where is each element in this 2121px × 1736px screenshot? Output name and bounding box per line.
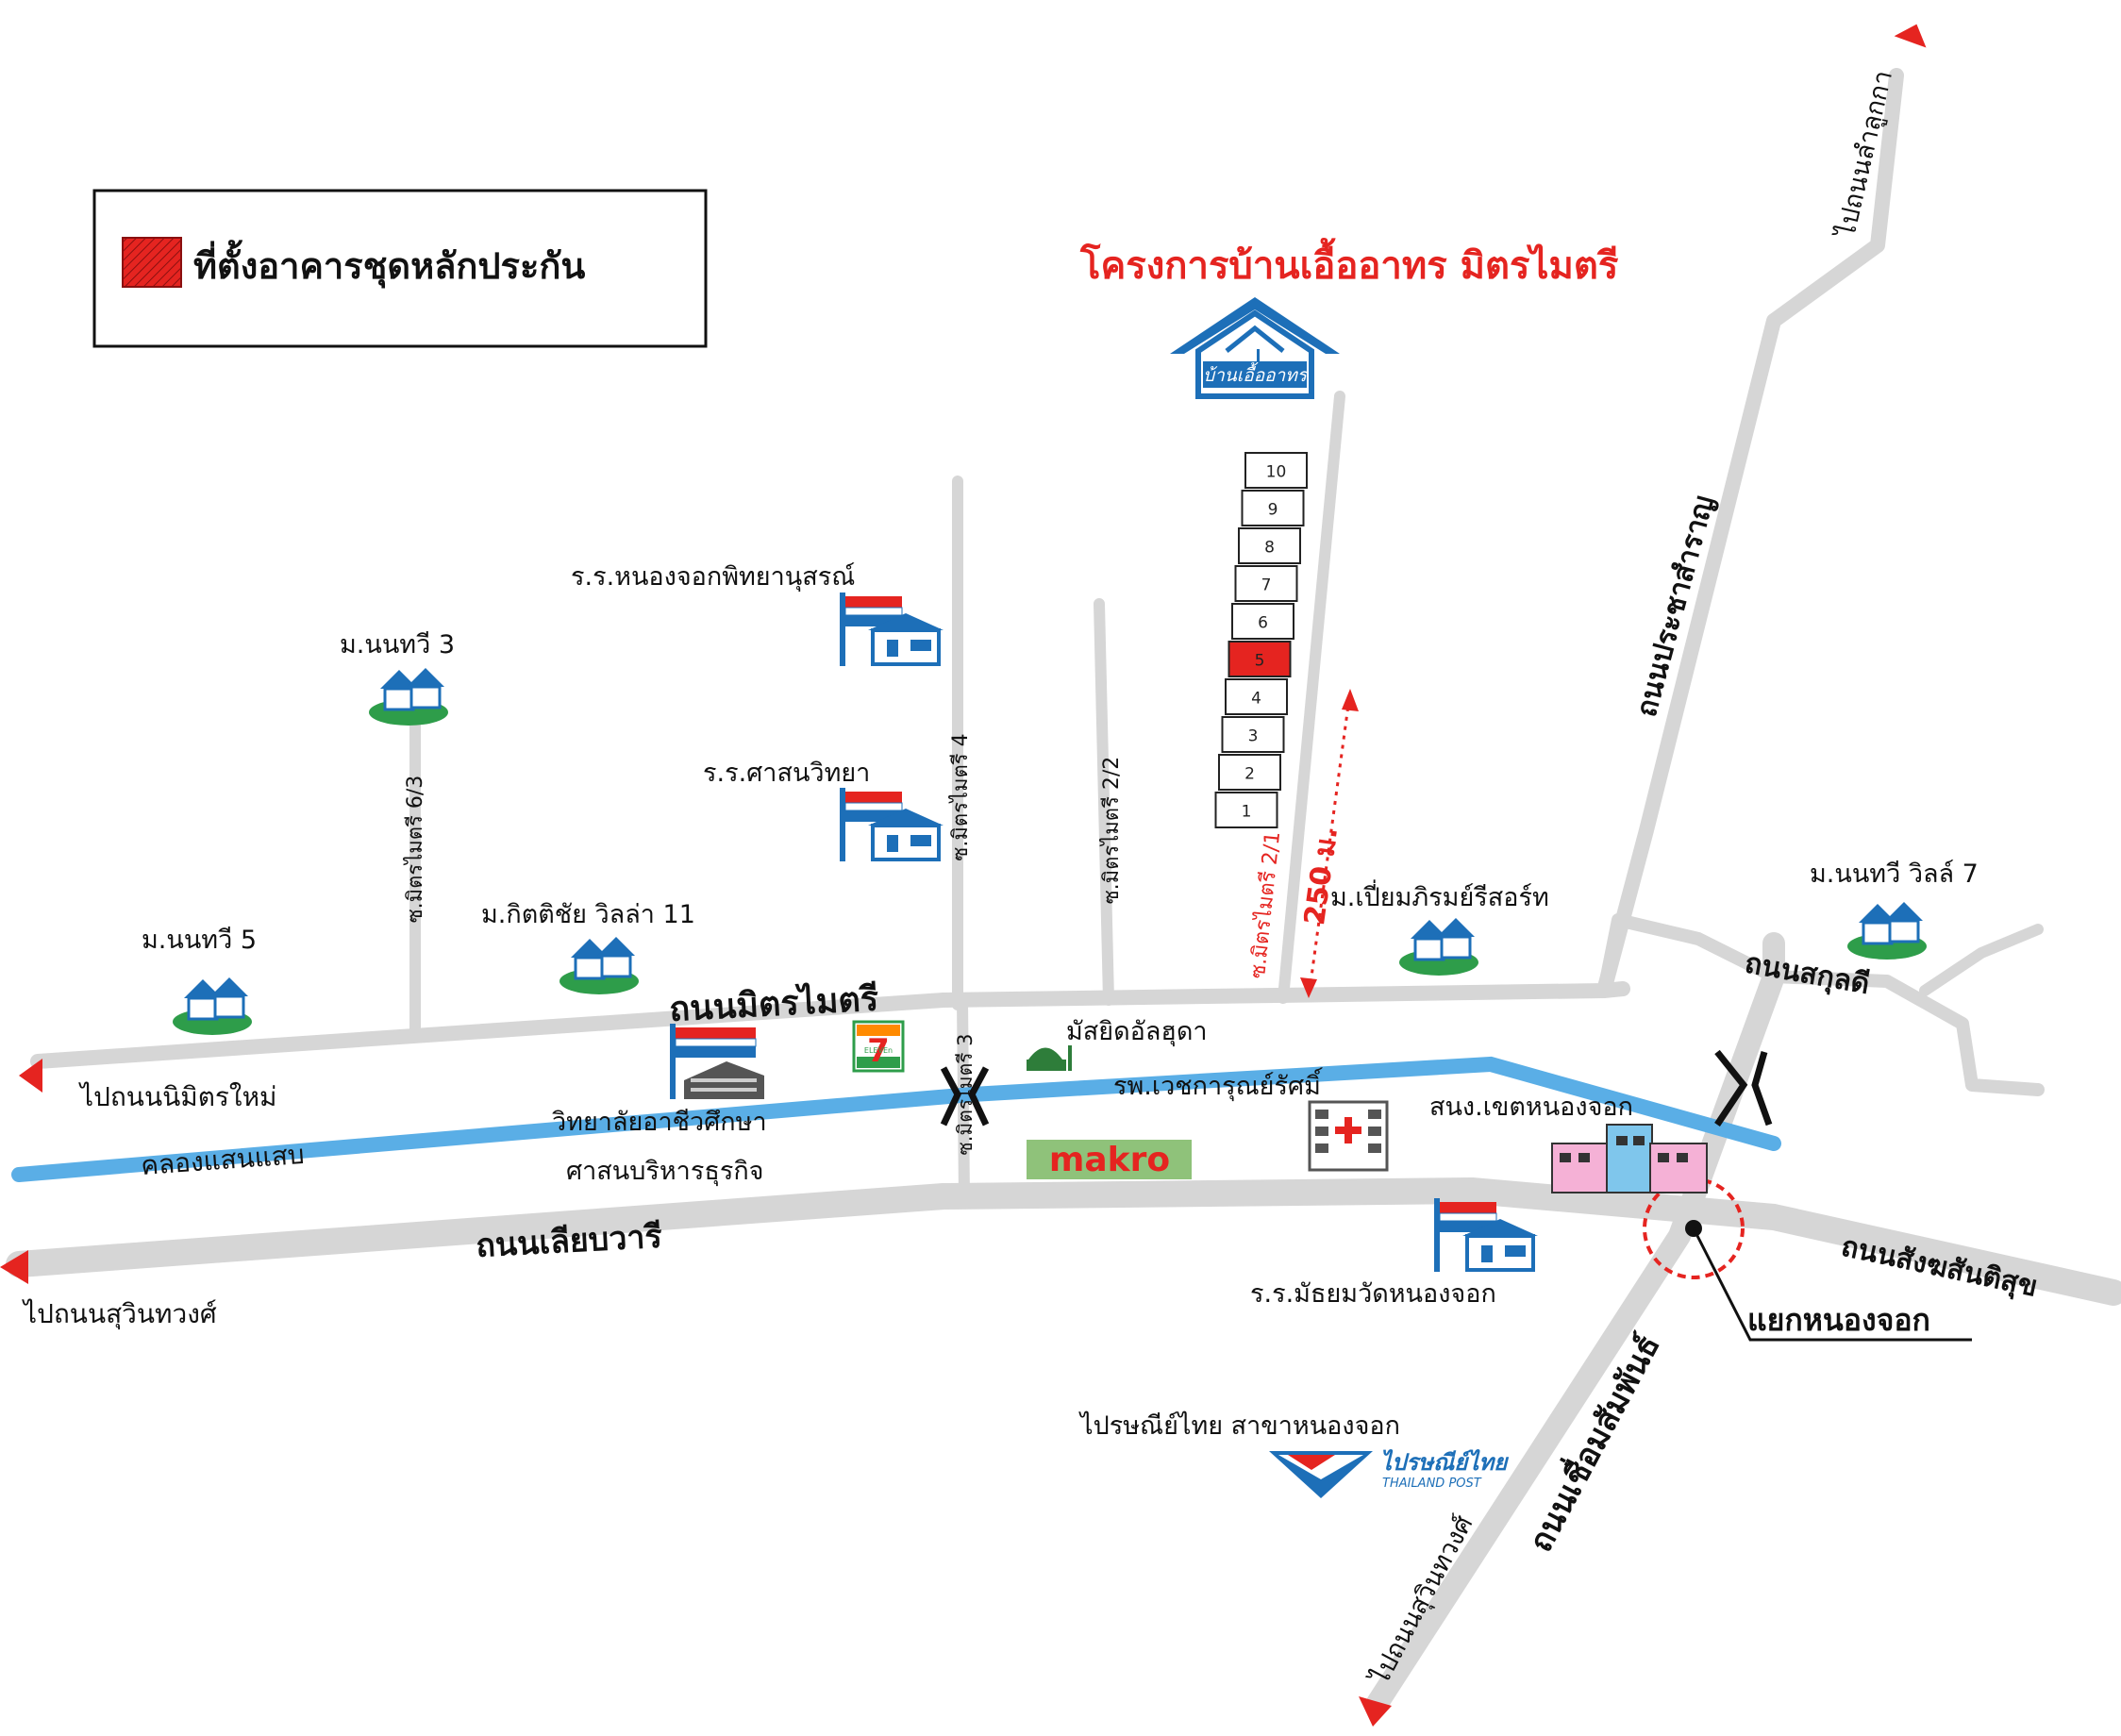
road-prachasamran (1596, 68, 1904, 998)
canal-saensaep (11, 1056, 1781, 1182)
lot-7 (1234, 565, 1298, 602)
label-to-nimit: ไปถนนนิมิตรใหม่ (78, 1081, 277, 1112)
road-mitmaitri (30, 981, 1630, 1069)
label-soi-2-1: ซ.มิตรไมตรี 2/1 (1245, 830, 1285, 979)
label-soi-3: ซ.มิตรไมตรี 3 (954, 1033, 977, 1155)
lot-number: 2 (1244, 765, 1255, 784)
hospital-icon (1308, 1100, 1389, 1172)
village-icon (173, 977, 252, 1035)
road-liapwari (6, 1177, 2121, 1306)
legend-label: ที่ตั้งอาคารชุดหลักประกัน (193, 240, 585, 289)
lot-number: 8 (1264, 539, 1275, 558)
road-soi-2-2 (1094, 598, 1114, 1006)
label-post-office: ไปรษณีย์ไทย สาขาหนองจอก (1078, 1410, 1400, 1441)
label-college-line1: วิทยาลัยอาชีวศึกษา (552, 1108, 767, 1137)
bridge-east (1714, 1049, 1773, 1127)
arrow-north (1894, 24, 1927, 48)
label-village-piam: ม.เปี่ยมภิรมย์รีสอร์ท (1330, 879, 1549, 912)
lot-1 (1214, 792, 1278, 828)
project-title: โครงการบ้านเอื้ออาทร มิตรไมตรี (1079, 238, 1619, 288)
label-soi-6-3: ซ.มิตรไมตรี 6/3 (403, 776, 427, 924)
mosque-icon (993, 1012, 1072, 1074)
label-district-office: สนง.เขตหนองจอก (1429, 1093, 1633, 1122)
label-school-phittaya: ร.ร.หนองจอกพิทยานุสรณ์ (571, 561, 855, 593)
label-village-nonthawee5: ม.นนทวี 5 (142, 926, 257, 955)
village-icon (369, 668, 448, 726)
school-icon (1434, 1198, 1538, 1272)
makro-logo: makro (1027, 1140, 1192, 1179)
label-village-ville7: ม.นนทวี วิลล์ 7 (1810, 859, 1979, 889)
village-icon (1847, 902, 1927, 960)
label-road-mitmaitri: ถนนมิตรไมตรี (668, 977, 880, 1029)
district-office-icon (1551, 1124, 1708, 1194)
road-sakunlee-east (1767, 970, 2045, 1096)
project-logo: บ้านเอื้ออาทร (1170, 297, 1340, 399)
label-soi-4: ซ.มิตรไมตรี 4 (948, 733, 973, 860)
label-hospital: รพ.เวชการุณย์รัศมิ์ (1113, 1067, 1323, 1102)
seven-eleven-logo: 7 ELEVEn (852, 1020, 905, 1073)
lot-9 (1241, 490, 1305, 526)
project-logo-text: บ้านเอื้ออาทร (1203, 361, 1310, 386)
arrow-south (1359, 1696, 1392, 1727)
legend-box (92, 189, 708, 348)
label-school-mattayom: ร.ร.มัธยมวัดหนองจอก (1250, 1279, 1496, 1309)
lot-3 (1221, 716, 1285, 753)
label-to-suwinthawong-west: ไปถนนสุวินทวงศ์ (22, 1298, 217, 1330)
college-icon (670, 1024, 764, 1099)
road-soi-2-1 (1278, 391, 1345, 1004)
lot-number: 3 (1248, 727, 1259, 746)
thailand-post-logo: ไปรษณีย์ไทย THAILAND POST (1269, 1449, 1509, 1498)
lot-10 (1244, 452, 1308, 489)
lot-2 (1218, 754, 1281, 791)
label-village-kittichai: ม.กิตติชัย วิลล่า 11 (481, 900, 695, 929)
label-village-nonthawee3: ม.นนทวี 3 (340, 630, 455, 659)
road-ville7 (1919, 924, 2044, 996)
village-icon (559, 937, 639, 994)
lots-stack: 10 9 8 7 6 5 4 3 2 1 (1214, 452, 1308, 828)
lot-number: 10 (1266, 463, 1287, 482)
label-mosque: มัสยิดอัลฮุดา (1066, 1017, 1208, 1047)
lot-number: 5 (1255, 652, 1265, 671)
lot-number: 6 (1258, 614, 1268, 633)
lot-number: 9 (1268, 501, 1278, 520)
post-logo-th: ไปรษณีย์ไทย (1380, 1449, 1509, 1476)
lot-4 (1225, 678, 1288, 715)
arrow-west-top (19, 1059, 42, 1093)
label-college-line2: ศาสนบริหารธุรกิจ (566, 1157, 764, 1187)
label-canal: คลองแสนแสบ (140, 1139, 305, 1181)
legend-swatch (122, 237, 182, 288)
label-intersection: แยกหนองจอก (1747, 1302, 1930, 1338)
lot-number: 1 (1242, 803, 1252, 822)
arrow-west-bottom (0, 1250, 28, 1284)
post-logo-en: THAILAND POST (1382, 1477, 1482, 1491)
legend: ที่ตั้งอาคารชุดหลักประกัน (92, 189, 708, 348)
intersection-leader (1692, 1227, 1972, 1342)
label-to-suwinthawong-south: ไปถนนสุวินทวงศ์ (1364, 1511, 1480, 1692)
label-school-sasanawittaya: ร.ร.ศาสนวิทยา (703, 759, 870, 788)
label-soi-2-2: ซ.มิตรไมตรี 2/2 (1099, 757, 1124, 905)
makro-text: makro (1049, 1141, 1170, 1179)
lot-6 (1231, 603, 1294, 640)
lot-number: 7 (1261, 576, 1272, 595)
seven-eleven-number: 7 (867, 1032, 890, 1070)
bridge-soi-3 (940, 1066, 990, 1127)
lot-number: 4 (1251, 690, 1261, 709)
school-icon (840, 788, 944, 861)
seven-eleven-sub: ELEVEn (864, 1046, 893, 1055)
school-icon (840, 593, 944, 666)
village-icon (1399, 918, 1478, 976)
lot-8 (1238, 527, 1301, 564)
lot-5 (1228, 641, 1292, 677)
